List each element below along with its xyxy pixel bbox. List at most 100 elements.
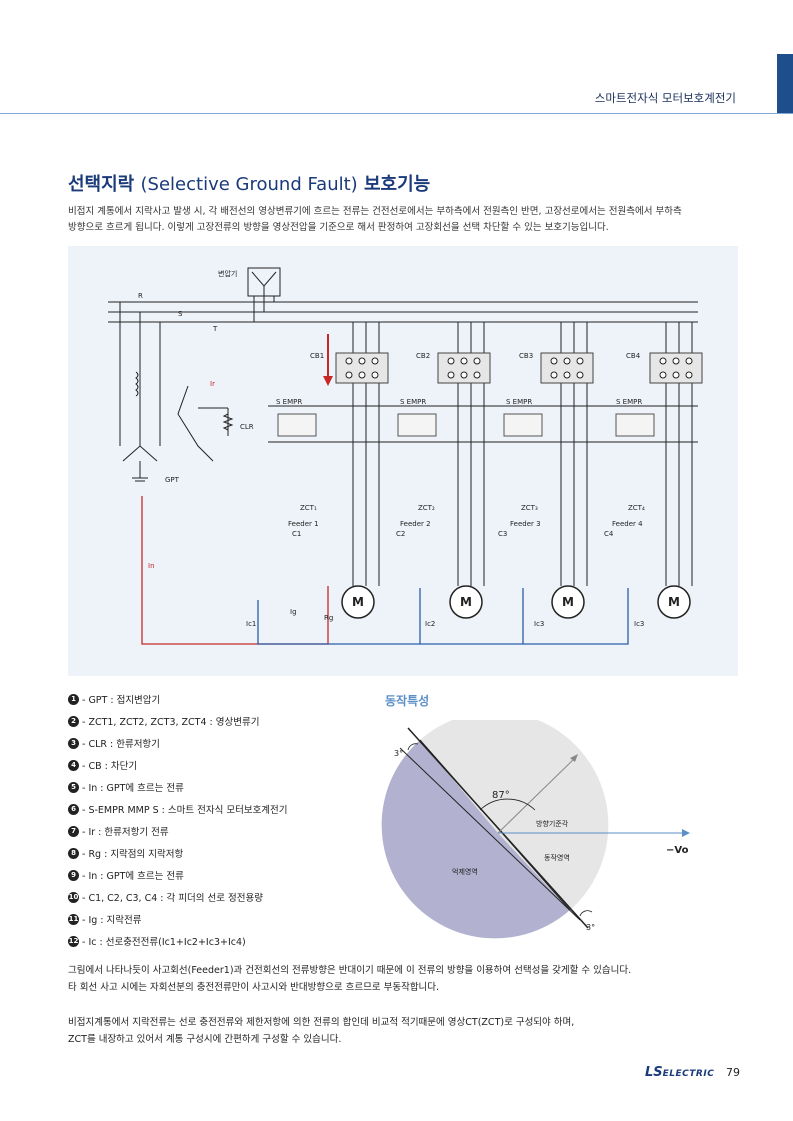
legend-number: 6	[68, 803, 79, 815]
legend-text: - In : GPT에 흐르는 전류	[82, 783, 184, 794]
gpt-label: GPT	[165, 476, 180, 484]
legend-text: - Ic : 선로충전전류(Ic1+Ic2+Ic3+Ic4)	[82, 937, 246, 948]
c1-label: C1	[292, 530, 301, 538]
page-number: 79	[726, 1066, 740, 1079]
paragraph-2: 비접지계통에서 지락전류는 선로 충전전류와 제한저항에 의한 전류의 합인데 …	[68, 1014, 728, 1048]
legend-item: 2- ZCT1, ZCT2, ZCT3, ZCT4 : 영상변류기	[68, 710, 358, 732]
phase-r-label: R	[138, 292, 143, 300]
paragraph-2-line-2: ZCT를 내장하고 있어서 계통 구성시에 간편하게 구성할 수 있습니다.	[68, 1034, 342, 1045]
vo-label: −Vo	[666, 845, 689, 856]
s-empr-label-1: S EMPR	[276, 398, 302, 406]
legend-item: 11- Ig : 지락전류	[68, 908, 358, 930]
legend-number: 4	[68, 759, 79, 771]
rg-label: Rg	[324, 614, 333, 622]
motors	[341, 585, 691, 619]
phase-s-label: S	[178, 310, 183, 318]
feeder4-label: Feeder 4	[612, 520, 643, 528]
paragraph-1: 그림에서 나타나듯이 사고회선(Feeder1)과 건전회선의 전류방향은 반대…	[68, 962, 728, 996]
legend-text: - ZCT1, ZCT2, ZCT3, ZCT4 : 영상변류기	[82, 717, 260, 728]
legend-number: 9	[68, 869, 79, 881]
feeder1-label: Feeder 1	[288, 520, 319, 528]
motor2-label: M	[460, 595, 472, 609]
cb2-label: CB2	[416, 352, 430, 360]
legend-text: - Ir : 한류저항기 전류	[82, 827, 169, 838]
c2-label: C2	[396, 530, 405, 538]
legend-number: 2	[68, 715, 79, 727]
paragraph-1-line-1: 그림에서 나타나듯이 사고회선(Feeder1)과 건전회선의 전류방향은 반대…	[68, 965, 632, 976]
zct4-label: ZCT₄	[628, 504, 645, 512]
s-empr-label-3: S EMPR	[506, 398, 532, 406]
legend-number: 8	[68, 847, 79, 859]
legend-number: 3	[68, 737, 79, 749]
legend-item: 6- S-EMPR MMP S : 스마트 전자식 모터보호계전기	[68, 798, 358, 820]
legend-number: 10	[68, 891, 79, 903]
zct2-label: ZCT₂	[418, 504, 435, 512]
ic4-label: Ic3	[634, 620, 644, 628]
c3-label: C3	[498, 530, 507, 538]
legend-number: 5	[68, 781, 79, 793]
cb4-label: CB4	[626, 352, 641, 360]
legend-text: - In : GPT에 흐르는 전류	[82, 871, 184, 882]
c4-label: C4	[604, 530, 614, 538]
paragraph-1-line-2: 타 회선 사고 시에는 자회선분의 충전전류만이 사고시와 반대방향으로 흐르므…	[68, 982, 440, 993]
s-empr-devices	[277, 413, 655, 437]
legend-list: 1- GPT : 접지변압기 2- ZCT1, ZCT2, ZCT3, ZCT4…	[68, 688, 358, 952]
legend-text: - CB : 차단기	[82, 761, 138, 772]
transformer-label: 변압기	[218, 269, 237, 278]
phase-t-label: T	[212, 325, 218, 333]
ref-axis-label: 방향기준각	[536, 819, 569, 828]
legend-number: 1	[68, 693, 79, 705]
feeders-wiring	[352, 322, 693, 586]
cb1-label: CB1	[310, 352, 324, 360]
legend-number: 11	[68, 913, 79, 925]
title-en: (Selective Ground Fault)	[140, 174, 358, 195]
header-divider	[0, 113, 793, 114]
legend-text: - Ig : 지락전류	[82, 915, 142, 926]
ig-label: Ig	[290, 608, 297, 616]
header-title: 스마트전자식 모터보호계전기	[594, 91, 736, 105]
title-ko-2: 보호기능	[363, 174, 431, 195]
motor4-label: M	[668, 595, 680, 609]
zct1-label: ZCT₁	[300, 504, 317, 512]
s-empr-label-2: S EMPR	[400, 398, 426, 406]
intro-text: 비접지 계통에서 지락사고 발생 시, 각 배전선의 영상변류기에 흐르는 전류…	[68, 204, 728, 236]
characteristic-title: 동작특성	[385, 694, 430, 708]
zct3-label: ZCT₃	[521, 504, 538, 512]
feeder3-label: Feeder 3	[510, 520, 541, 528]
s-empr-label-4: S EMPR	[616, 398, 642, 406]
ic1-label: Ic1	[246, 620, 256, 628]
legend-item: 8- Rg : 지락점의 지락저항	[68, 842, 358, 864]
circuit-diagram: 변압기 R S T CB1 CB2 CB3 CB4 S EMPR S EMPR …	[68, 246, 738, 676]
ic3-label: Ic3	[534, 620, 544, 628]
legend-item: 3- CLR : 한류저항기	[68, 732, 358, 754]
characteristic-diagram: 3° 87° 3° 방향기준각 −Vo 동작영역 억제영역	[381, 720, 690, 939]
ir-label: Ir	[210, 380, 215, 388]
legend-text: - Rg : 지락점의 지락저항	[82, 849, 184, 860]
legend-text: - S-EMPR MMP S : 스마트 전자식 모터보호계전기	[82, 805, 288, 816]
legend-item: 4- CB : 차단기	[68, 754, 358, 776]
legend-item: 7- Ir : 한류저항기 전류	[68, 820, 358, 842]
section-title: 선택지락 (Selective Ground Fault) 보호기능	[68, 170, 430, 196]
circuit-diagram-svg: 변압기 R S T CB1 CB2 CB3 CB4 S EMPR S EMPR …	[108, 267, 703, 645]
clr-label: CLR	[240, 423, 254, 431]
intro-line-1: 비접지 계통에서 지락사고 발생 시, 각 배전선의 영상변류기에 흐르는 전류…	[68, 206, 682, 217]
legend-number: 12	[68, 935, 79, 947]
chapter-tab	[777, 54, 793, 114]
legend-item: 9- In : GPT에 흐르는 전류	[68, 864, 358, 886]
in-label: In	[148, 562, 155, 570]
legend-item: 10- C1, C2, C3, C4 : 각 피더의 선로 정전용량	[68, 886, 358, 908]
restrain-region-label: 억제영역	[452, 867, 478, 876]
logo-ls: LS	[645, 1065, 663, 1080]
legend-item: 1- GPT : 접지변압기	[68, 688, 358, 710]
feeder2-label: Feeder 2	[400, 520, 431, 528]
legend-number: 7	[68, 825, 79, 837]
legend-text: - CLR : 한류저항기	[82, 739, 160, 750]
ls-electric-logo: LSELECTRIC	[645, 1065, 714, 1080]
angle-3-top: 3°	[394, 749, 403, 758]
cb3-label: CB3	[519, 352, 533, 360]
angle-3-bottom: 3°	[586, 923, 595, 932]
ic2-label: Ic2	[425, 620, 435, 628]
intro-line-2: 방향으로 흐르게 됩니다. 이렇게 고장전류의 방향을 영상전압을 기준으로 해…	[68, 222, 609, 233]
legend-item: 12- Ic : 선로충전전류(Ic1+Ic2+Ic3+Ic4)	[68, 930, 358, 952]
motor3-label: M	[562, 595, 574, 609]
